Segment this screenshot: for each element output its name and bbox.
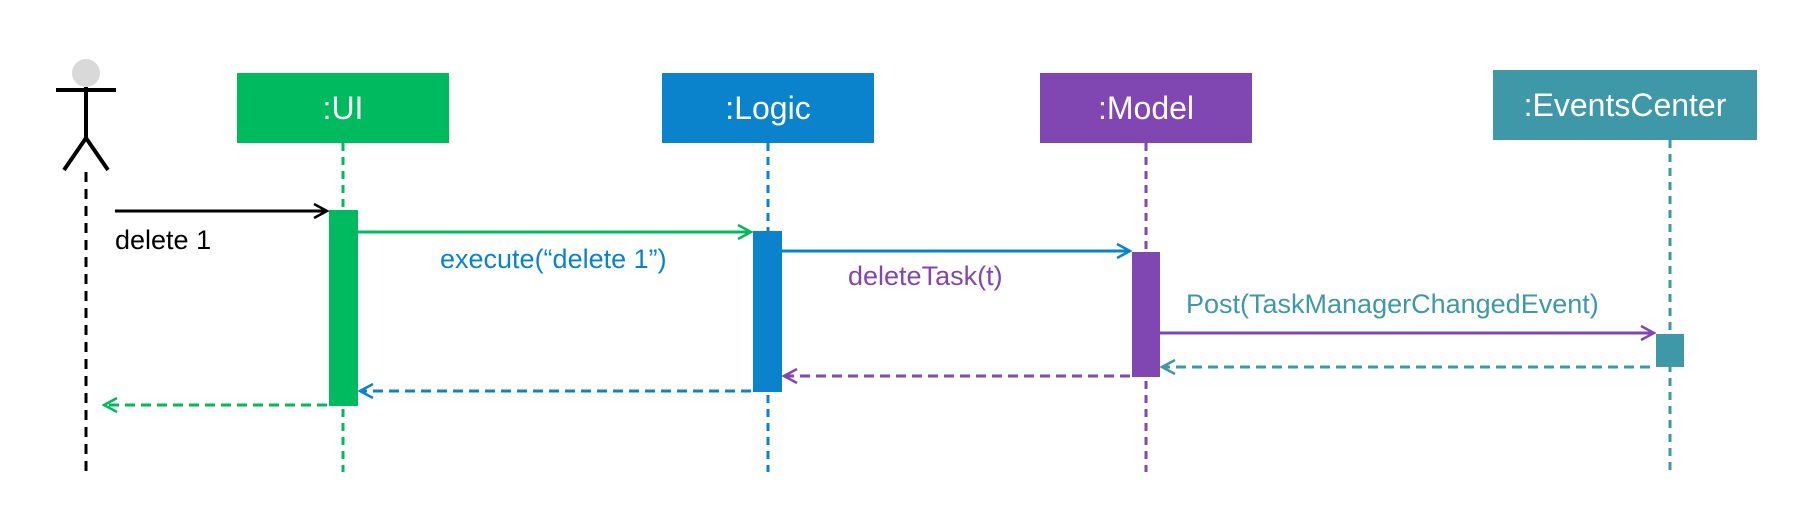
message-label-delete-1: delete 1	[115, 225, 211, 255]
logic-activation-bar	[753, 231, 782, 392]
message-label-delete-task: deleteTask(t)	[848, 261, 1003, 291]
events-center-participant-label: :EventsCenter	[1524, 87, 1727, 123]
model-participant-box	[1040, 73, 1252, 143]
model-participant-label: :Model	[1098, 90, 1194, 126]
message-label-post: Post(TaskManagerChangedEvent)	[1186, 289, 1599, 319]
ui-participant-box	[237, 73, 449, 143]
logic-participant-label: :Logic	[725, 90, 810, 126]
events-center-participant-box	[1493, 70, 1757, 140]
logic-participant-box	[662, 73, 874, 143]
actor-icon	[56, 59, 116, 172]
ui-activation-bar	[329, 210, 358, 406]
model-activation-bar	[1132, 252, 1160, 377]
ui-participant-label: :UI	[323, 90, 364, 126]
events-center-activation-bar	[1656, 334, 1684, 367]
message-label-execute: execute(“delete 1”)	[440, 244, 667, 274]
